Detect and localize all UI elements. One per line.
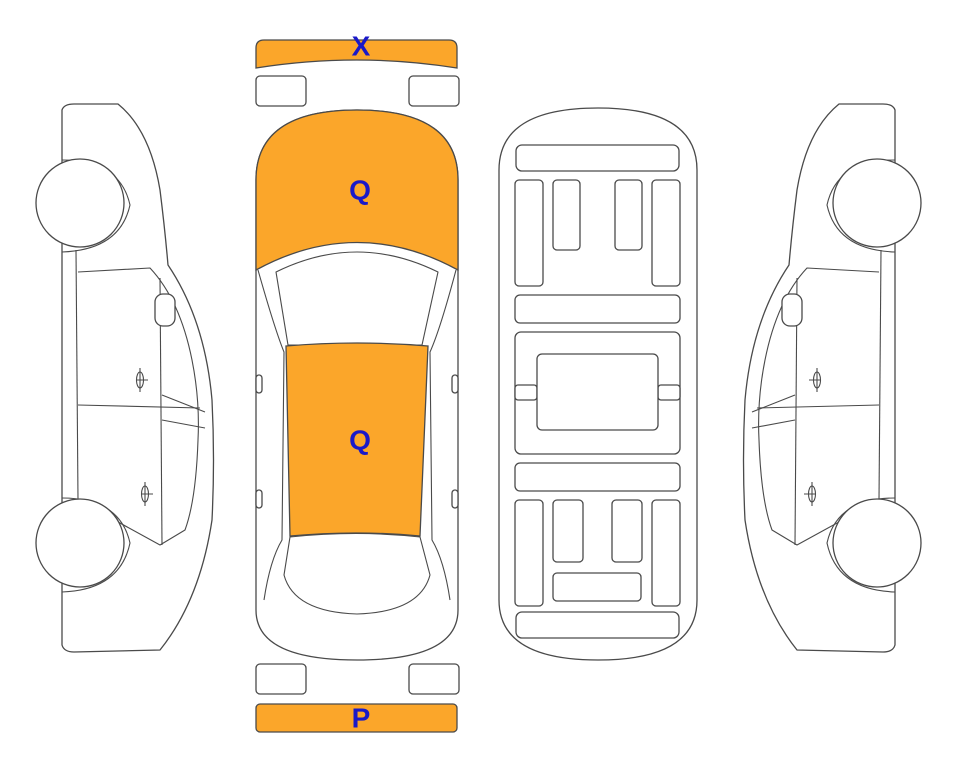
right-front-wheel: [832, 158, 922, 248]
left-handle-rear: [140, 482, 153, 506]
rear-window: [283, 532, 431, 615]
under-rear-left-box: [552, 499, 584, 563]
front-bumper-panel[interactable]: [255, 39, 458, 69]
under-rear-left-rail: [514, 499, 544, 607]
under-rear-center-bar: [552, 572, 642, 602]
rear-right-light: [408, 663, 460, 695]
left-a-pillar: [257, 269, 285, 601]
left-roof-line: [75, 249, 79, 501]
roof-panel[interactable]: [285, 342, 429, 537]
under-crossmember-rear: [514, 462, 681, 492]
right-roof-line: [878, 249, 882, 501]
right-window-divider: [751, 394, 796, 429]
left-window-divider: [161, 394, 206, 429]
right-mirror-top: [451, 374, 459, 394]
right-a-pillar: [429, 269, 457, 601]
under-front-bar: [515, 144, 680, 172]
hood-code: Q: [349, 175, 371, 206]
hood-panel[interactable]: [255, 109, 459, 272]
right-side-view: [742, 103, 922, 653]
left-side-view: [35, 103, 215, 653]
rear-bumper-code: P: [352, 703, 371, 734]
under-crossmember-front: [514, 294, 681, 324]
under-mid-left-notch: [514, 384, 538, 401]
under-rear-bar: [515, 611, 680, 639]
under-front-right-rail: [651, 179, 681, 287]
left-mirror-top: [255, 374, 263, 394]
top-view: X Q Q P: [255, 31, 460, 734]
windshield: [275, 251, 439, 346]
right-rear-wheel: [832, 498, 922, 588]
left-door-split: [77, 404, 201, 409]
left-front-wheel: [35, 158, 125, 248]
under-front-right-box: [614, 179, 643, 251]
right-handle-top: [451, 489, 459, 509]
right-handle-rear: [804, 482, 817, 506]
front-right-light: [408, 75, 460, 107]
under-rear-right-rail: [651, 499, 681, 607]
left-mirror: [154, 293, 176, 327]
under-front-left-box: [552, 179, 581, 251]
roof-code: Q: [349, 425, 371, 456]
under-front-left-rail: [514, 179, 544, 287]
under-center-panel: [536, 353, 659, 431]
left-handle-top: [255, 489, 263, 509]
rear-left-light: [255, 663, 307, 695]
right-door-split: [756, 404, 880, 409]
right-mirror: [781, 293, 803, 327]
underbody-view: [498, 107, 698, 661]
left-handle-front: [135, 368, 148, 392]
under-rear-right-box: [611, 499, 643, 563]
right-handle-front: [809, 368, 822, 392]
rear-bumper-panel[interactable]: [255, 703, 458, 733]
front-left-light: [255, 75, 307, 107]
left-rear-wheel: [35, 498, 125, 588]
under-mid-right-notch: [657, 384, 681, 401]
front-bumper-code: X: [352, 31, 371, 62]
